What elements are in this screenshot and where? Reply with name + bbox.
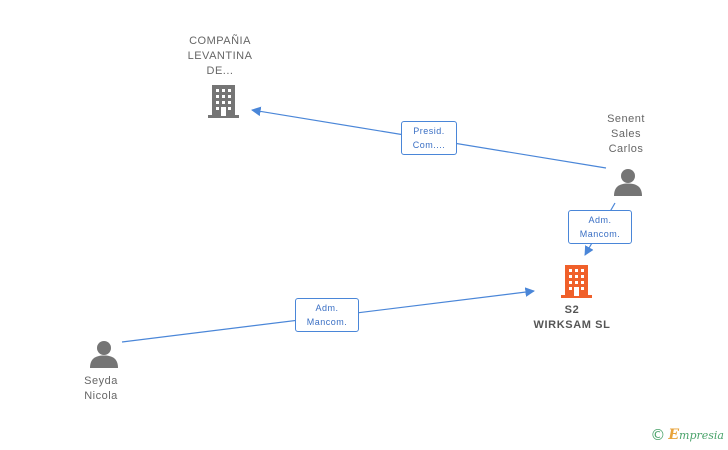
label-line: COMPAÑIA xyxy=(189,35,251,47)
label-line: Carlos xyxy=(608,143,644,155)
brand-logo-e: E xyxy=(668,427,680,443)
label-line: WIRKSAM SL xyxy=(533,319,611,331)
label-line: DE... xyxy=(206,65,234,77)
node-label-company-levantina[interactable]: COMPAÑIA LEVANTINA DE... xyxy=(170,34,270,79)
person-icon[interactable] xyxy=(90,341,118,368)
brand-logo: Empresia xyxy=(668,427,724,443)
label-line: Com.... xyxy=(412,140,446,150)
person-icon[interactable] xyxy=(614,169,642,196)
label-line: Senent xyxy=(607,113,645,125)
label-line: Adm. xyxy=(588,215,612,225)
node-label-senent-sales-carlos[interactable]: Senent Sales Carlos xyxy=(586,112,666,157)
label-line: LEVANTINA xyxy=(187,50,253,62)
label-line: Mancom. xyxy=(306,317,348,327)
empresia-watermark: © Empresia xyxy=(650,426,724,444)
building-icon[interactable] xyxy=(208,85,239,118)
edge-label-adm-mancom-seyda[interactable]: Adm. Mancom. xyxy=(295,298,359,332)
copyright-icon: © xyxy=(650,426,666,444)
label-line: Nicola xyxy=(84,390,118,402)
label-line: Seyda xyxy=(84,375,118,387)
edge-label-adm-mancom-senent[interactable]: Adm. Mancom. xyxy=(568,210,632,244)
edge-label-presid[interactable]: Presid. Com.... xyxy=(401,121,457,155)
building-icon[interactable] xyxy=(561,265,592,298)
label-line: Adm. xyxy=(315,303,339,313)
label-line: Presid. xyxy=(413,126,445,136)
label-line: S2 xyxy=(564,304,580,316)
node-label-s2-wirksam[interactable]: S2 WIRKSAM SL xyxy=(522,303,622,333)
label-line: Sales xyxy=(610,128,642,140)
node-label-seyda-nicola[interactable]: Seyda Nicola xyxy=(61,374,141,404)
label-line: Mancom. xyxy=(579,229,621,239)
brand-logo-rest: mpresia xyxy=(679,429,724,442)
